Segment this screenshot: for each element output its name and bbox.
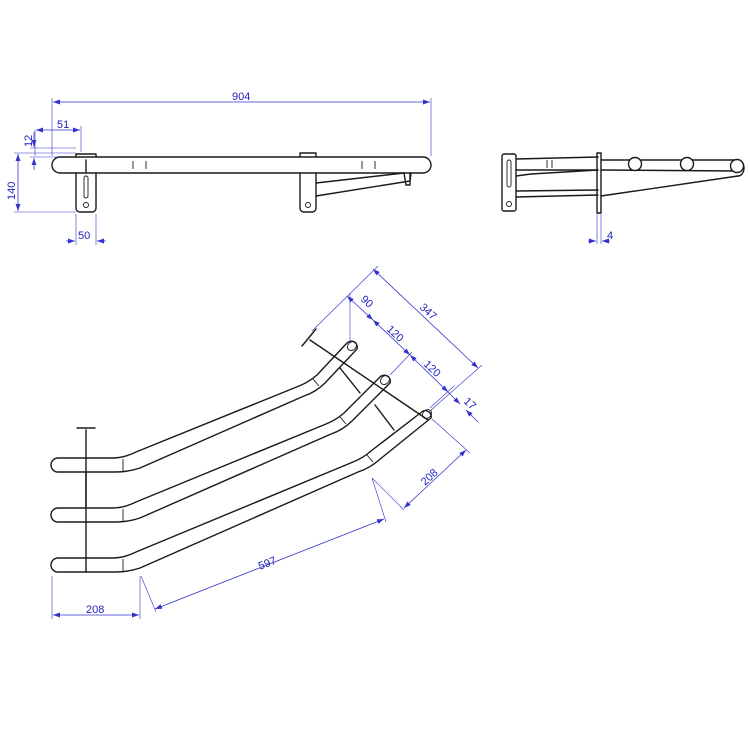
dim-overall-depth: 347 — [417, 301, 439, 322]
front-view-strut — [315, 172, 412, 197]
dim-bracket-offset: 51 — [57, 119, 69, 131]
side-view-long-arm — [600, 159, 739, 197]
side-view-arm-end — [515, 169, 599, 177]
plan-view-tube-ends — [347, 341, 433, 419]
front-view-end-hook — [403, 172, 411, 186]
front-view-left-bracket — [75, 172, 97, 213]
front-view-right-bracket — [299, 172, 317, 213]
dim-arm-spacing-third: 120 — [421, 358, 443, 379]
side-view-strut — [515, 189, 599, 198]
front-view — [51, 152, 432, 213]
front-view-right-hole — [305, 202, 311, 208]
side-view-tube-1 — [627, 156, 643, 172]
dim-straight-length-bottom: 208 — [86, 604, 104, 616]
plan-view-arm-2 — [50, 374, 391, 523]
dim-arm-spacing-second: 120 — [384, 323, 406, 344]
side-view-tube-3 — [729, 158, 745, 174]
side-view-wall-plate — [501, 153, 517, 212]
front-view-left-bracket-top — [75, 153, 97, 158]
side-view-dimensions: 4 — [588, 214, 613, 244]
side-view-vertical-plate — [596, 152, 602, 214]
side-view-upper-arm — [515, 156, 599, 171]
dim-angled-length: 597 — [257, 555, 278, 573]
plan-view-arm-3 — [50, 409, 432, 573]
plan-view-bend-marks — [122, 378, 374, 571]
dim-end-offset: 17 — [461, 395, 478, 412]
dim-overall-length: 904 — [232, 91, 250, 103]
side-view-plate-slot — [506, 159, 512, 188]
front-view-right-bracket-top — [299, 152, 317, 158]
side-view-arm-marks — [546, 160, 553, 168]
front-view-left-slot — [83, 175, 89, 199]
plan-view — [50, 328, 433, 573]
side-view — [501, 152, 745, 214]
front-view-dimensions: 904 51 12 140 50 — [6, 91, 432, 245]
side-view-tube-2 — [679, 156, 695, 172]
dim-straight-length-top: 208 — [419, 467, 441, 488]
dim-plate-thickness: 4 — [607, 230, 613, 242]
front-view-left-hole — [83, 202, 89, 208]
front-view-tube — [51, 156, 432, 174]
dim-bracket-width: 50 — [78, 230, 90, 242]
plan-view-dimensions: 347 90 120 120 17 208 597 208 — [51, 265, 483, 619]
dim-bracket-height: 140 — [6, 182, 18, 200]
side-view-plate-hole — [506, 201, 512, 207]
plan-view-cross-rod-2 — [374, 404, 395, 431]
plan-view-arm-1 — [50, 340, 358, 473]
plan-view-cross-rod-1 — [339, 367, 361, 394]
front-view-tube-marks — [132, 161, 376, 169]
dim-tube-diameter: 12 — [23, 135, 35, 147]
plan-view-rear-rod — [309, 339, 429, 421]
plan-view-rear-rod-cap — [301, 328, 317, 347]
